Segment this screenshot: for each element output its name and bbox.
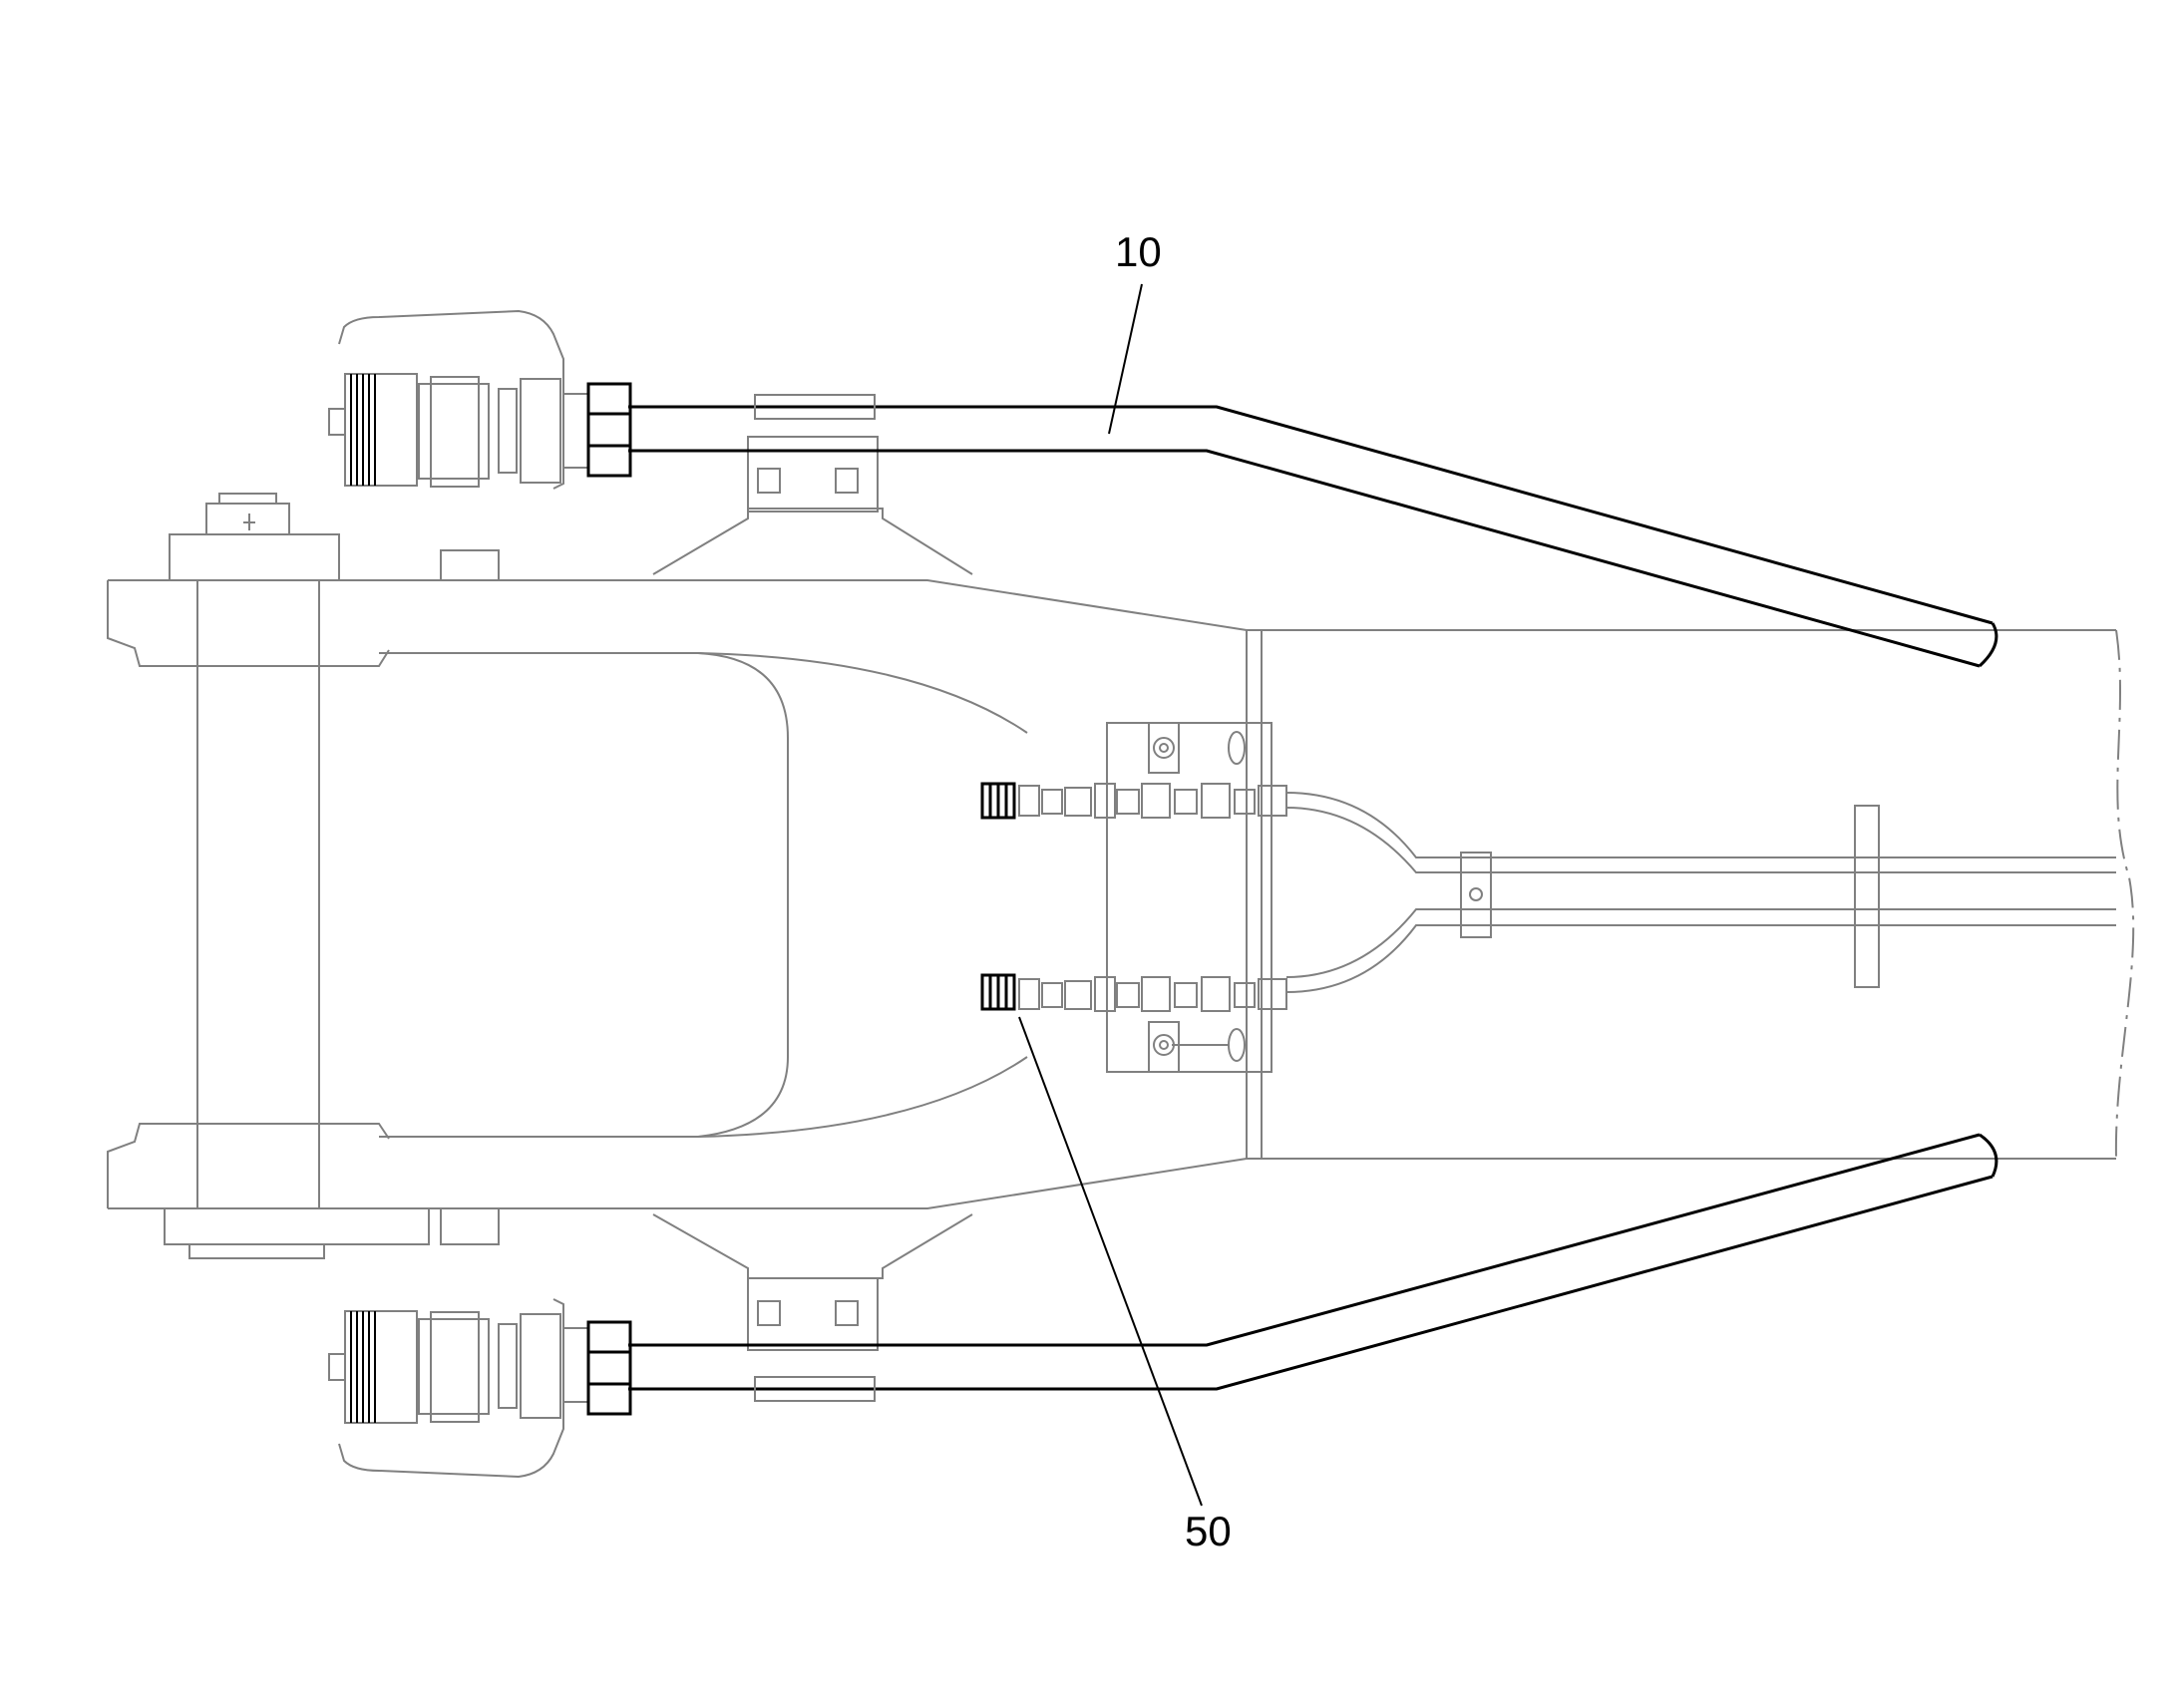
leader-lines	[1018, 283, 1203, 1507]
quick-coupler-lower	[328, 1298, 632, 1479]
quick-coupler-small	[980, 782, 1016, 1011]
boom-arm-structure	[107, 436, 2135, 1351]
leader-line-10	[1108, 283, 1143, 435]
callout-label-50: 50	[1185, 1508, 1232, 1554]
hydraulic-hose-upper	[628, 394, 1998, 668]
small-tube-lines	[1285, 792, 2116, 993]
callout-label-10: 10	[1115, 228, 1162, 275]
leader-line-50	[1018, 1016, 1203, 1507]
hydraulic-hose-lower	[628, 1133, 1998, 1402]
upper-fitting-chain	[1018, 783, 1287, 819]
quick-coupler-upper	[328, 309, 632, 490]
lower-fitting-chain	[1018, 976, 1287, 1012]
